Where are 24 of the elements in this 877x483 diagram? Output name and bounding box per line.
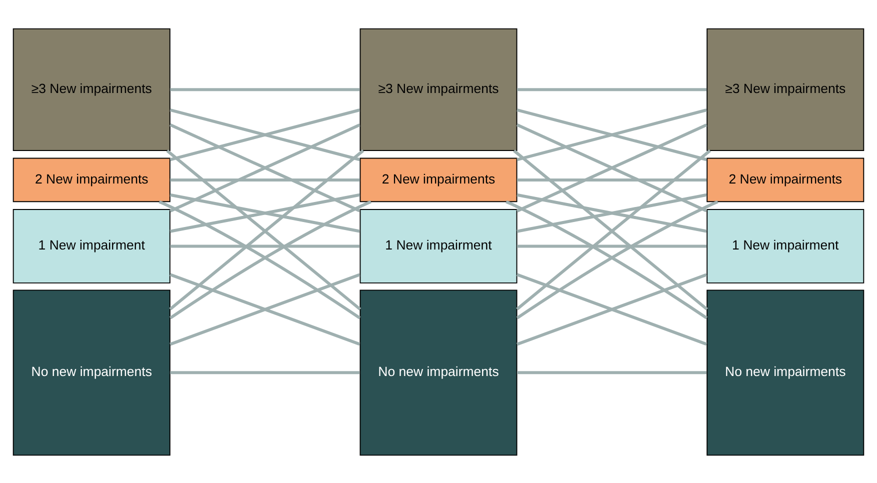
connector [170,244,360,248]
connector [170,192,360,232]
connector [516,272,708,346]
connector [170,370,360,374]
node-box: 2 New impairments [360,157,518,202]
connector [170,178,360,181]
node-box: No new impairments [360,289,518,456]
connector [517,370,707,374]
node-box: No new impairments [706,289,864,456]
node-box: ≥3 New impairments [706,28,864,150]
node-box: 1 New impairment [360,208,518,283]
node-box: 2 New impairments [706,157,864,202]
node-box: No new impairments [12,289,170,456]
node-box: 1 New impairment [706,208,864,283]
connector [517,88,707,91]
node-box: 2 New impairments [12,157,170,202]
connector [516,192,707,232]
connector [170,88,360,91]
node-box: ≥3 New impairments [12,28,170,150]
connector [170,272,360,346]
node-box: 1 New impairment [12,208,170,283]
connector [517,178,707,181]
node-box: ≥3 New impairments [360,28,518,150]
connector [517,244,707,248]
